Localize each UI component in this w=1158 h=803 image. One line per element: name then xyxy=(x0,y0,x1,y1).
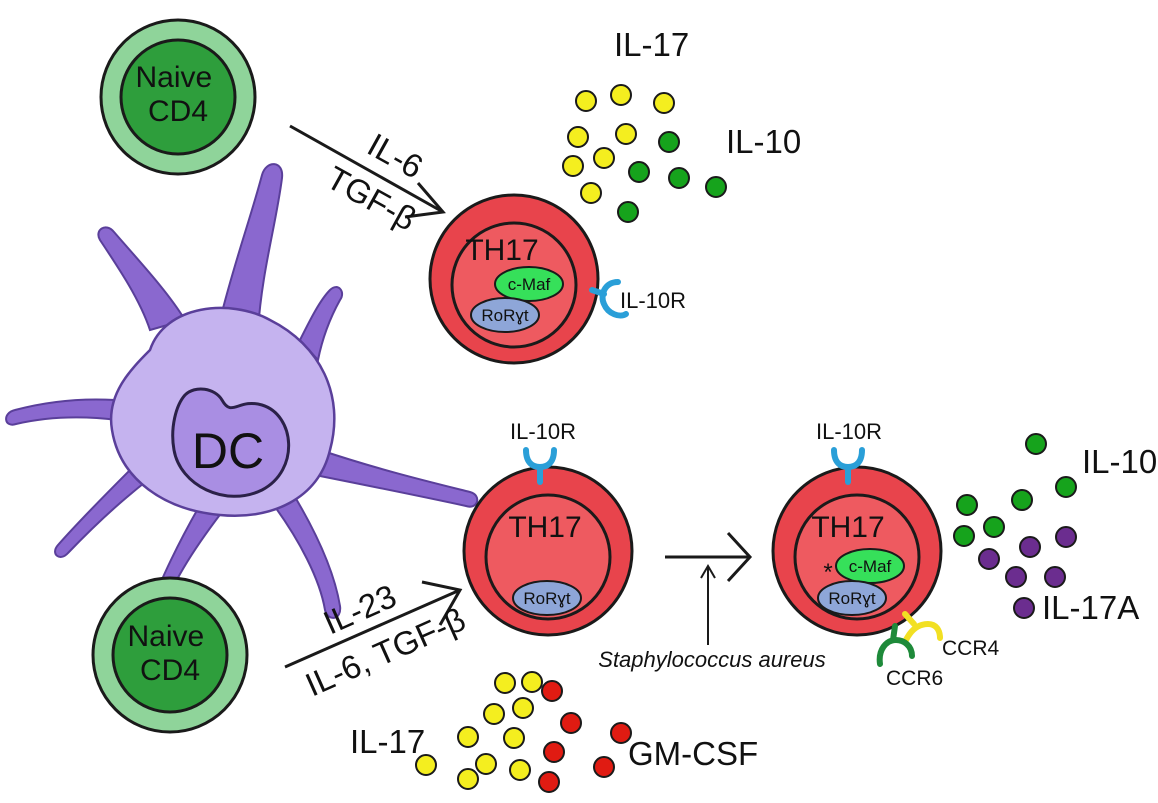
il10-dot xyxy=(658,131,680,153)
roryt-right-label: RoRɣt xyxy=(828,589,876,608)
il17-dot xyxy=(415,754,437,776)
naive-top-line1: Naive xyxy=(135,61,212,94)
cmaf-asterisk: * xyxy=(823,559,832,586)
naive-cd4-bottom-label: Naive CD4 xyxy=(127,620,212,687)
right-il10-label: IL-10 xyxy=(1082,443,1157,480)
il17a-dot xyxy=(1013,597,1035,619)
roryt-mid-label: RoRɣt xyxy=(523,589,571,608)
th17-right-cell: TH17 c-Maf * RoRɣt IL-10R CCR4 CCR6 xyxy=(771,419,999,690)
il10r-mid-label: IL-10R xyxy=(510,419,576,444)
il17-dot xyxy=(483,703,505,725)
gmcsf-dot xyxy=(538,771,560,793)
right-il17a-label: IL-17A xyxy=(1042,589,1139,626)
th17-top-cell: TH17 c-Maf RoRɣt IL-10R xyxy=(428,193,686,365)
il17-dot xyxy=(521,671,543,693)
bottom-il17-label: IL-17 xyxy=(350,723,425,760)
il10r-right-receptor xyxy=(831,447,865,485)
naive-cd4-bottom: Naive CD4 xyxy=(91,576,249,734)
top-il10-label: IL-10 xyxy=(726,123,801,160)
naive-top-line2: CD4 xyxy=(148,95,208,128)
roryt-right xyxy=(817,580,887,616)
il17a-dot xyxy=(1044,566,1066,588)
il10-dot xyxy=(956,494,978,516)
gmcsf-dot xyxy=(560,712,582,734)
roryt-mid xyxy=(512,580,582,616)
il10r-mid-receptor xyxy=(523,447,557,485)
ccr4-receptor xyxy=(902,611,943,643)
il10-dot xyxy=(705,176,727,198)
il17-dot xyxy=(653,92,675,114)
cmaf-top-label: c-Maf xyxy=(508,275,551,294)
ccr4-label: CCR4 xyxy=(942,637,999,660)
il17-dot xyxy=(567,126,589,148)
il10-dot xyxy=(953,525,975,547)
gmcsf-dot xyxy=(610,722,632,744)
il17-dot xyxy=(610,84,632,106)
il17-dot xyxy=(615,123,637,145)
il17-dot xyxy=(512,697,534,719)
il17a-dot xyxy=(1019,536,1041,558)
il17-dot xyxy=(475,753,497,775)
dendritic-cell: DC xyxy=(5,163,479,621)
naive-bottom-line1: Naive xyxy=(127,620,204,653)
il10-dot xyxy=(983,516,1005,538)
il10-dot xyxy=(617,201,639,223)
roryt-top-label: RoRɣt xyxy=(481,306,529,325)
th17-mid-label: TH17 xyxy=(508,511,581,544)
arrow-stimulus xyxy=(700,564,716,645)
il10-dot xyxy=(668,167,690,189)
il17-dot xyxy=(509,759,531,781)
stimulus-label: Staphylococcus aureus xyxy=(598,647,825,672)
il17-dot xyxy=(494,672,516,694)
il10-dot xyxy=(1011,489,1033,511)
arrow-top xyxy=(289,124,446,219)
il10r-top-receptor xyxy=(589,279,629,319)
gmcsf-dot xyxy=(541,680,563,702)
il17-dot xyxy=(580,182,602,204)
th17-mid-cell: TH17 RoRɣt IL-10R xyxy=(462,419,634,637)
il17-dot xyxy=(575,90,597,112)
cytokines-bottom-cluster xyxy=(415,671,632,793)
il17-dot xyxy=(457,768,479,790)
il10-dot xyxy=(1055,476,1077,498)
arrow-bottom xyxy=(284,580,463,669)
top-il17-label: IL-17 xyxy=(614,26,689,63)
th17-right-label: TH17 xyxy=(811,511,884,544)
bottom-gmcsf-label: GM-CSF xyxy=(628,735,758,772)
arrow-middle xyxy=(665,531,753,583)
il17a-dot xyxy=(978,548,1000,570)
naive-bottom-line2: CD4 xyxy=(140,654,200,687)
cytokines-right-cluster xyxy=(953,433,1077,619)
naive-cd4-top-label: Naive CD4 xyxy=(135,61,220,128)
il17a-dot xyxy=(1055,526,1077,548)
dc-label: DC xyxy=(192,423,264,479)
cytokines-top-cluster xyxy=(562,84,727,223)
gmcsf-dot xyxy=(543,741,565,763)
il10r-top-label: IL-10R xyxy=(620,288,686,313)
naive-cd4-top: Naive CD4 xyxy=(99,18,257,176)
il17-dot xyxy=(503,727,525,749)
il10-dot xyxy=(628,161,650,183)
cmaf-top xyxy=(494,266,564,302)
dc-nucleus xyxy=(171,387,291,498)
il17a-dot xyxy=(1005,566,1027,588)
ccr6-label: CCR6 xyxy=(886,667,943,690)
gmcsf-dot xyxy=(593,756,615,778)
il17-dot xyxy=(593,147,615,169)
il10-dot xyxy=(1025,433,1047,455)
il10r-right-label: IL-10R xyxy=(816,419,882,444)
ccr6-receptor xyxy=(876,623,915,667)
il17-dot xyxy=(562,155,584,177)
cmaf-right-label: c-Maf xyxy=(849,557,892,576)
il17-dot xyxy=(457,726,479,748)
roryt-top xyxy=(470,297,540,333)
th17-top-label: TH17 xyxy=(465,234,538,267)
